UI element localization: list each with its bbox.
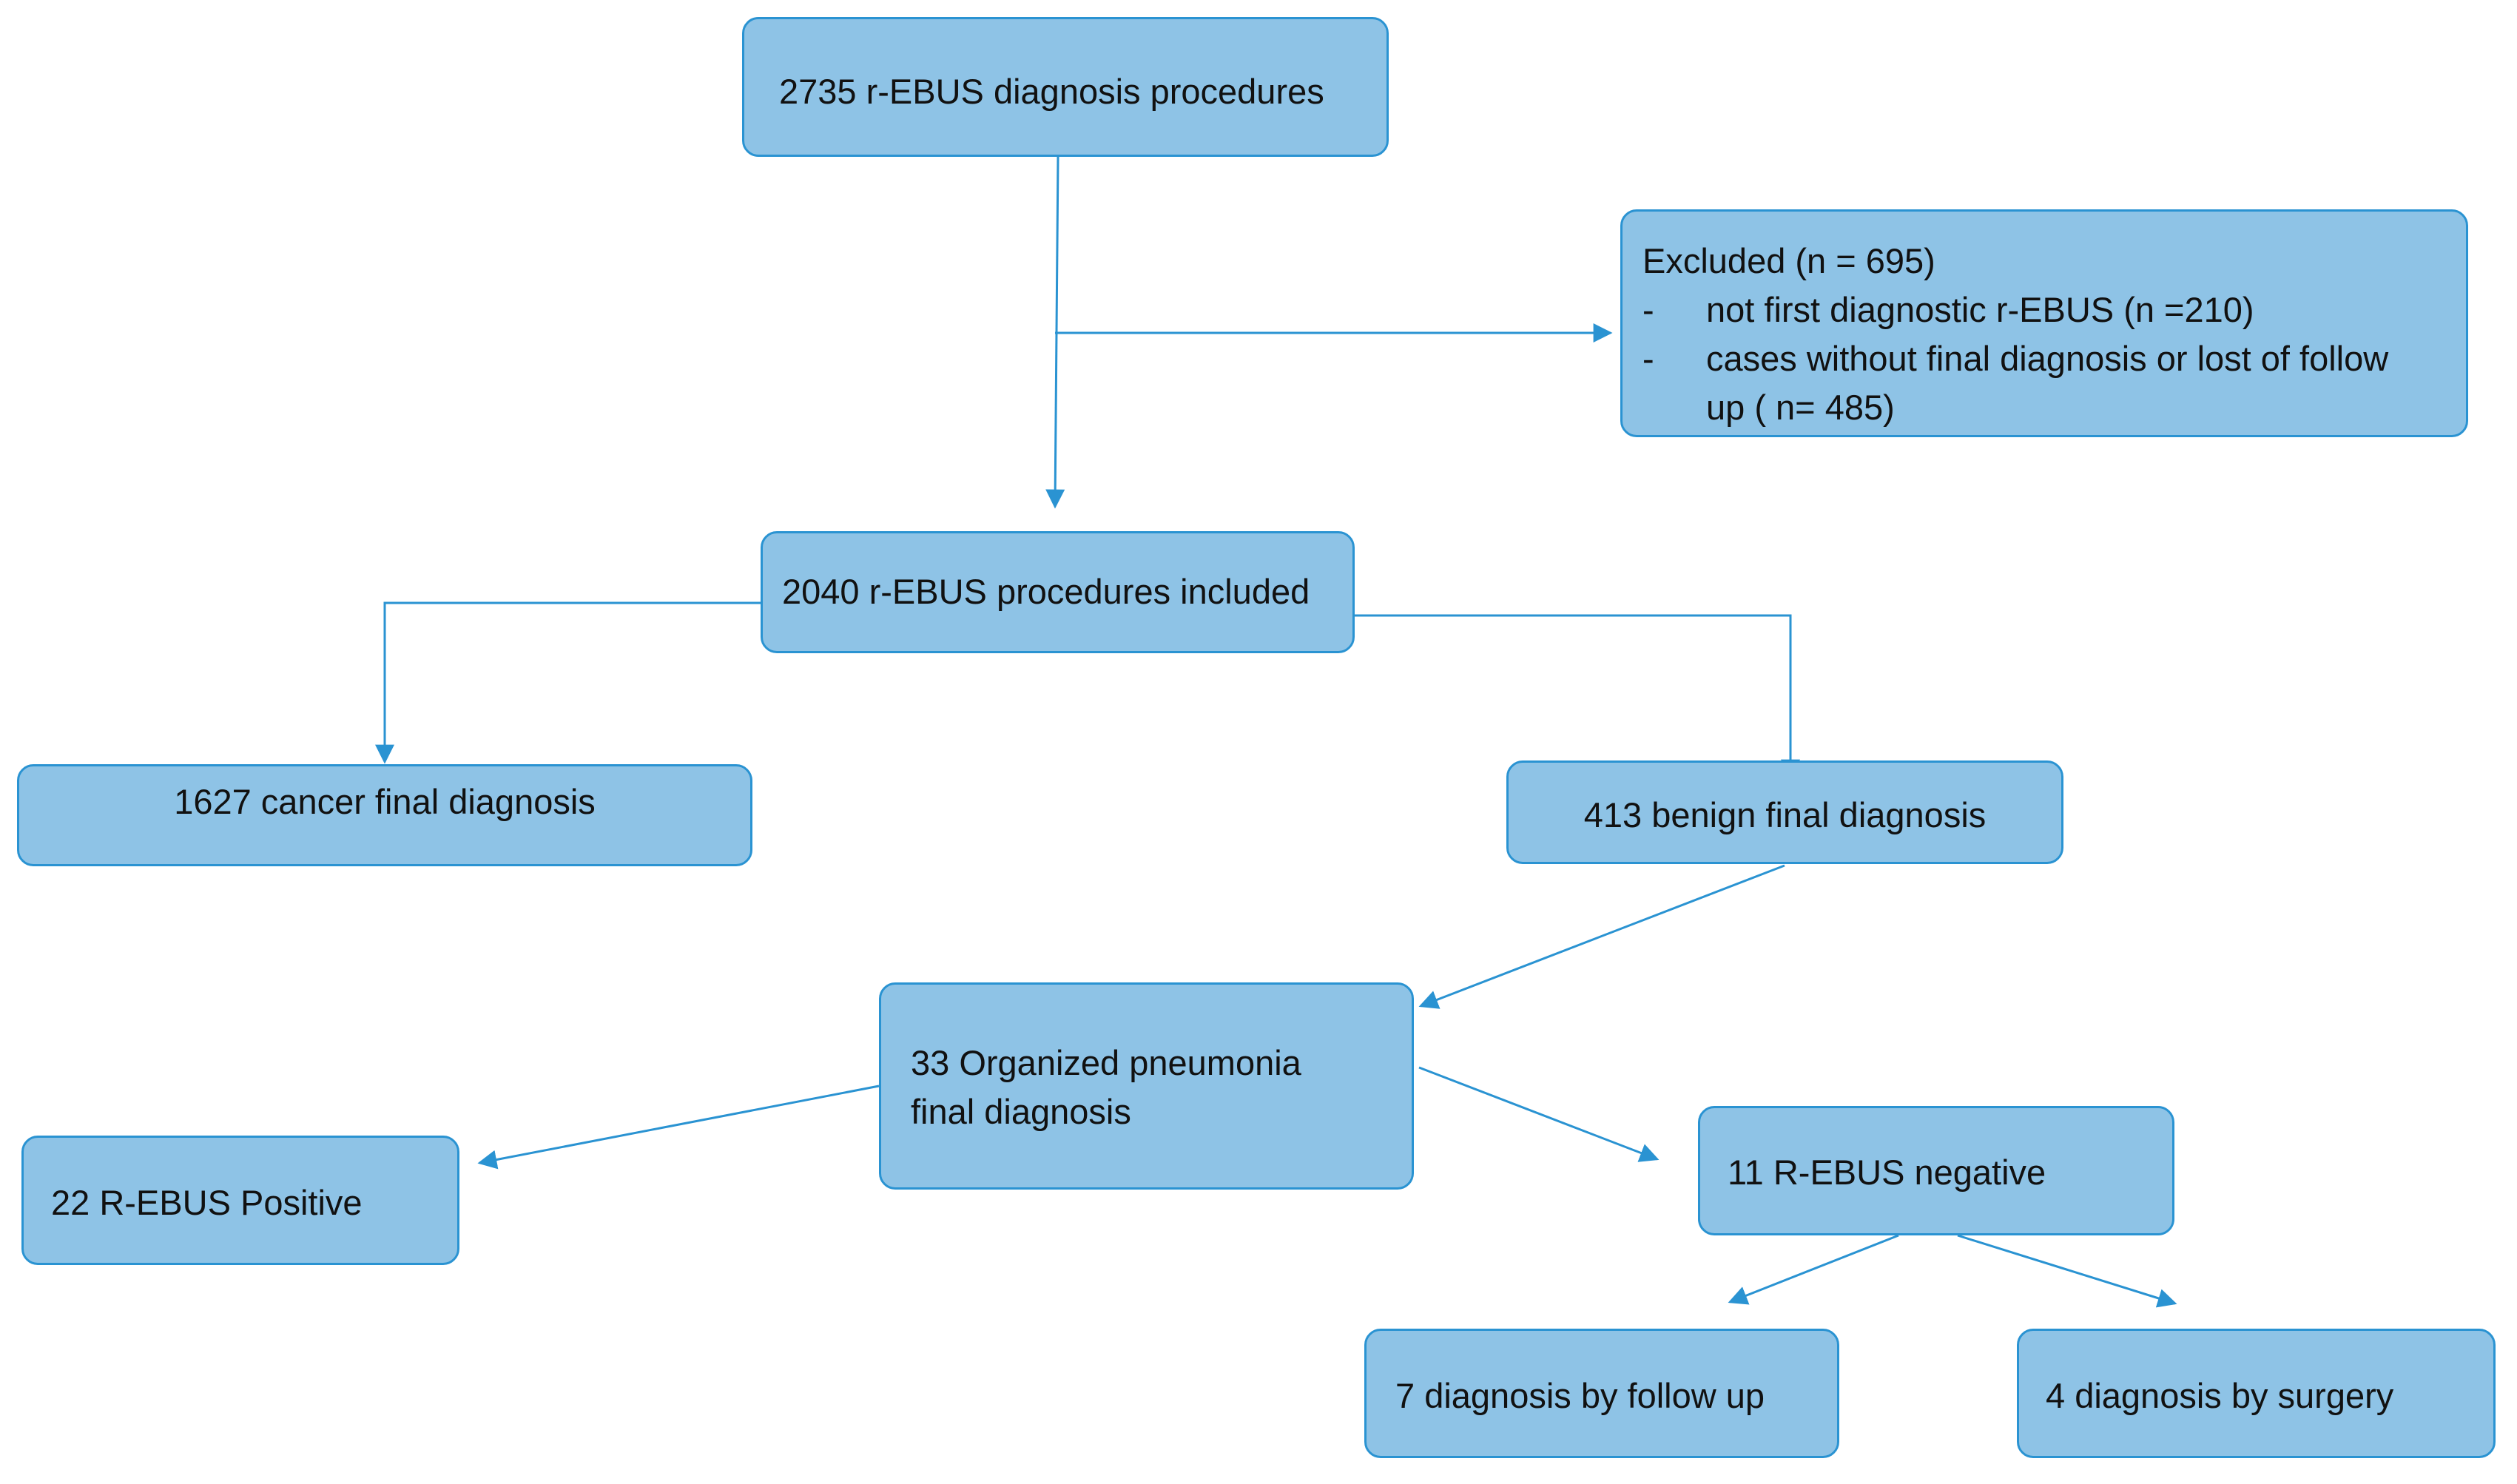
organized-pneumonia-text: 33 Organized pneumonia <box>911 1043 1301 1082</box>
excluded-box: Excluded (n = 695) - not first diagnosti… <box>1620 209 2468 437</box>
organized-pneumonia-text: final diagnosis <box>911 1092 1131 1131</box>
arrow-negative-to-surgery <box>1957 1234 2177 1308</box>
included-procedures-text: 2040 r-EBUS procedures included <box>782 572 1310 611</box>
arrow-included-to-benign <box>1355 614 1800 779</box>
rebus-negative-text: 11 R-EBUS negative <box>1728 1153 2046 1192</box>
cancer-diagnosis-box: 1627 cancer final diagnosis <box>17 764 752 866</box>
rebus-negative-box: 11 R-EBUS negative <box>1698 1106 2174 1235</box>
excluded-item-not-first: - not first diagnostic r-EBUS (n =210) <box>1642 286 2466 334</box>
arrow-included-to-cancer <box>375 601 761 764</box>
follow-up-diagnosis-box: 7 diagnosis by follow up <box>1364 1329 1839 1458</box>
excluded-item-text: cases without final diagnosis or lost of… <box>1706 339 2389 378</box>
total-procedures-text: 2735 r-EBUS diagnosis procedures <box>779 72 1324 111</box>
cancer-diagnosis-text: 1627 cancer final diagnosis <box>174 782 596 821</box>
benign-diagnosis-text: 413 benign final diagnosis <box>1583 795 1987 834</box>
benign-diagnosis-box: 413 benign final diagnosis <box>1506 760 2063 864</box>
arrow-organized-to-negative <box>1418 1066 1660 1162</box>
excluded-item-bullet: - <box>1642 339 1654 378</box>
arrow-organized-to-positive <box>477 1085 880 1170</box>
excluded-item-text: up ( n= 485) <box>1706 388 1895 427</box>
surgery-diagnosis-text: 4 diagnosis by surgery <box>2046 1376 2394 1415</box>
rebus-positive-box: 22 R-EBUS Positive <box>21 1136 459 1265</box>
rebus-positive-text: 22 R-EBUS Positive <box>51 1183 363 1222</box>
excluded-item-no-final-diagnosis: - cases without final diagnosis or lost … <box>1642 334 2466 432</box>
excluded-item-bullet: - <box>1642 290 1654 329</box>
excluded-item-text: not first diagnostic r-EBUS (n =210) <box>1706 290 2254 329</box>
included-procedures-box: 2040 r-EBUS procedures included <box>761 531 1355 653</box>
excluded-title: Excluded (n = 695) <box>1642 241 1935 280</box>
surgery-diagnosis-box: 4 diagnosis by surgery <box>2017 1329 2496 1458</box>
organized-pneumonia-box: 33 Organized pneumonia final diagnosis <box>879 982 1414 1190</box>
follow-up-diagnosis-text: 7 diagnosis by follow up <box>1395 1376 1765 1415</box>
total-procedures-box: 2735 r-EBUS diagnosis procedures <box>742 17 1389 157</box>
arrow-negative-to-follow-up <box>1728 1234 1899 1305</box>
arrow-benign-to-organized <box>1418 864 1785 1009</box>
